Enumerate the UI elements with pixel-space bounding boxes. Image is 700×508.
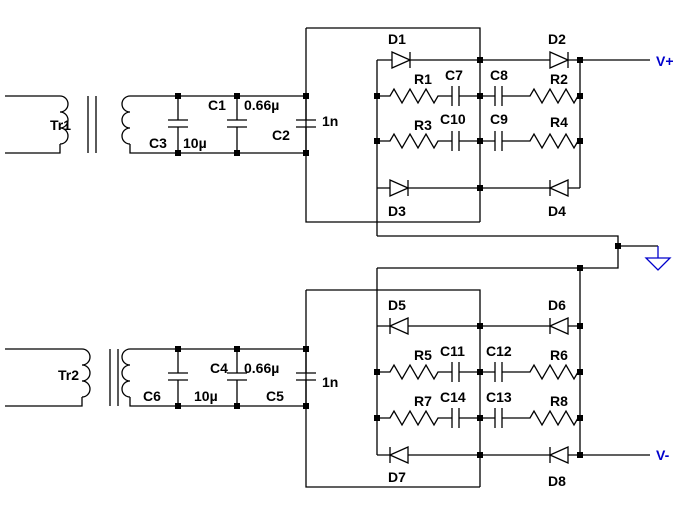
label-r3: R3 <box>414 117 432 133</box>
diode-d4 <box>480 178 580 198</box>
label-r2: R2 <box>550 71 568 87</box>
label-d2: D2 <box>548 31 566 47</box>
label-c14: C14 <box>440 389 466 405</box>
label-066u-top: 0.66µ <box>244 97 279 113</box>
label-tr2: Tr2 <box>58 367 79 383</box>
label-c9: C9 <box>490 111 508 127</box>
capacitor-c13 <box>480 408 520 428</box>
resistor-r1 <box>377 87 446 105</box>
label-10u-top: 10µ <box>183 135 207 151</box>
resistor-r2 <box>520 87 580 105</box>
label-c6: C6 <box>143 388 161 404</box>
label-d3: D3 <box>388 203 406 219</box>
diode-d2 <box>480 50 580 70</box>
label-c4: C4 <box>210 360 228 376</box>
capacitor-c11 <box>446 362 480 382</box>
label-d5: D5 <box>388 297 406 313</box>
label-c8: C8 <box>490 67 508 83</box>
capacitor-c7 <box>446 86 480 106</box>
capacitor-c3 <box>168 96 188 153</box>
top-left-vertical <box>305 28 480 223</box>
label-r7: R7 <box>414 393 432 409</box>
resistor-r7 <box>377 409 446 427</box>
resistor-r4 <box>520 132 580 150</box>
label-c12: C12 <box>486 343 512 359</box>
label-10u-bot: 10µ <box>194 388 218 404</box>
label-d1: D1 <box>388 31 406 47</box>
transformer-tr1 <box>5 95 178 154</box>
diode-d7 <box>377 445 480 465</box>
ground-icon <box>644 246 672 271</box>
label-d6: D6 <box>548 297 566 313</box>
transformer-tr2 <box>5 348 178 407</box>
label-c13: C13 <box>486 389 512 405</box>
label-r8: R8 <box>550 393 568 409</box>
capacitor-c12 <box>480 362 520 382</box>
ground-link-top <box>377 235 619 269</box>
label-c11: C11 <box>440 343 465 359</box>
label-d4: D4 <box>548 203 566 219</box>
resistor-r6 <box>520 363 580 381</box>
diode-d3 <box>377 178 480 198</box>
label-c5: C5 <box>266 388 284 404</box>
label-1n-bot: 1n <box>322 374 338 390</box>
label-r6: R6 <box>550 347 568 363</box>
resistor-r8 <box>520 409 580 427</box>
resistor-r5 <box>377 363 446 381</box>
label-d8: D8 <box>548 473 566 489</box>
diode-d1 <box>377 50 480 70</box>
label-c3: C3 <box>149 135 167 151</box>
bottom-upper-bus <box>306 289 481 487</box>
label-066u-bot: 0.66µ <box>244 360 279 376</box>
label-vplus: V+ <box>656 53 674 69</box>
label-d7: D7 <box>388 469 406 485</box>
label-r4: R4 <box>550 114 568 130</box>
junction-dots <box>175 57 621 458</box>
capacitor-c6 <box>168 349 188 406</box>
diode-d5 <box>377 316 480 336</box>
capacitor-c9 <box>480 131 520 151</box>
diode-d6 <box>480 316 580 336</box>
label-c1: C1 <box>208 97 226 113</box>
top-upper-bus <box>306 27 481 222</box>
label-c10: C10 <box>440 111 466 127</box>
label-r1: R1 <box>414 71 432 87</box>
diode-d8 <box>480 445 580 465</box>
capacitor-c14 <box>446 408 480 428</box>
capacitor-c10 <box>446 131 480 151</box>
label-c7: C7 <box>445 67 463 83</box>
label-tr1: Tr1 <box>50 117 71 133</box>
bottom-left-vertical <box>305 290 480 488</box>
label-r5: R5 <box>414 347 432 363</box>
label-c2: C2 <box>272 127 290 143</box>
label-1n-top: 1n <box>322 113 338 129</box>
capacitor-c8 <box>480 86 520 106</box>
label-vminus: V- <box>656 447 670 463</box>
capacitor-c1 <box>227 96 247 153</box>
resistor-r3 <box>377 132 446 150</box>
capacitor-c4 <box>227 349 247 406</box>
